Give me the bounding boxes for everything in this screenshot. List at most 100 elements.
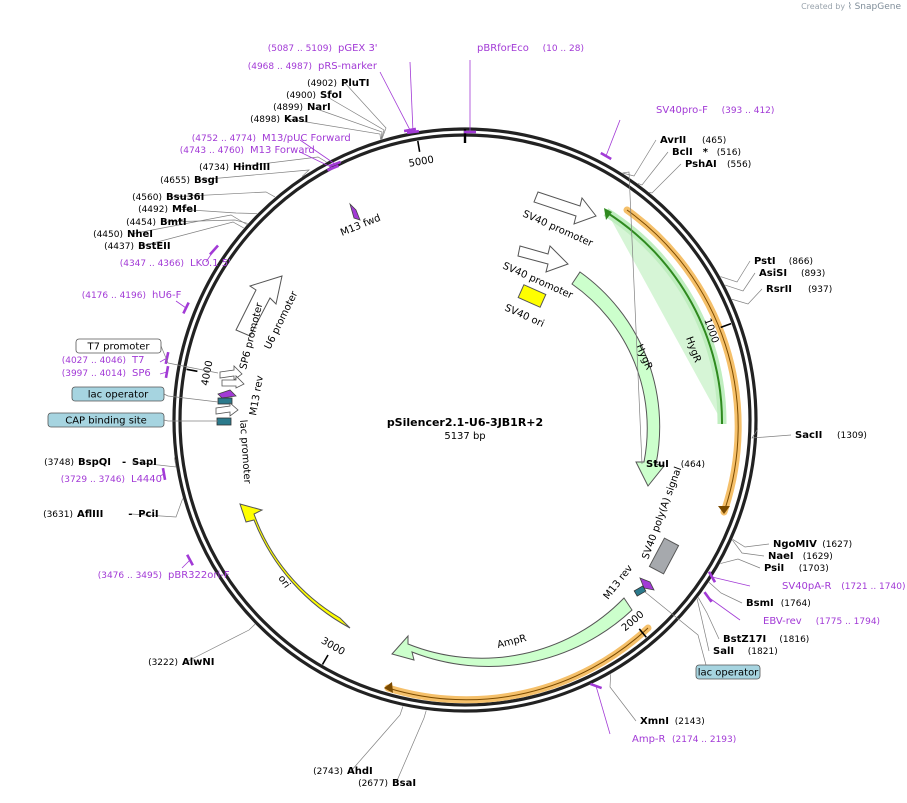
enzyme-naei[interactable]: NaeI(1629) <box>768 551 833 562</box>
enzyme-bsmi[interactable]: BsmI(1764) <box>746 598 811 609</box>
primer-marker <box>600 151 612 161</box>
enzyme-bspqi[interactable]: (3748)BspQI-SapI <box>44 457 157 468</box>
primer-14[interactable]: Amp-R(2174 .. 2193) <box>632 734 736 745</box>
boxed-label-t7-promoter[interactable]: T7 promoter <box>75 338 219 374</box>
feature-m13-fwd[interactable] <box>349 202 361 221</box>
enzyme-mfei[interactable]: (4492)MfeI <box>138 204 197 215</box>
enzyme-lead-AlwNI <box>185 624 256 663</box>
enzyme-position: (4899) <box>273 103 303 113</box>
tick-4000 <box>186 368 198 373</box>
enzyme-lead-SalI <box>696 598 710 652</box>
enzyme-position: (2677) <box>358 779 388 789</box>
primer-name: pRS-marker <box>318 61 378 72</box>
site-labels: StuI(464) AvrII(465)BclI*(516)PshAI(556) P… <box>43 43 905 789</box>
boxed-label-lac-operator[interactable]: lac operator <box>644 591 761 680</box>
enzyme-lead-AflIII <box>130 498 184 518</box>
enzyme-kasi[interactable]: (4898)KasI <box>250 114 308 125</box>
feature-labels: SV40 promoter SV40 promoter SV40 ori Hyg… <box>237 209 703 651</box>
enzyme-ahdi[interactable]: (2743)AhdI <box>313 766 373 777</box>
enzyme-psii[interactable]: PsiI(1703) <box>764 563 829 574</box>
feature-ampr[interactable] <box>391 597 633 667</box>
enzyme-rsrii[interactable]: RsrII(937) <box>766 284 832 295</box>
tick-3000 <box>321 654 329 665</box>
feature-hygr-outer[interactable] <box>571 271 665 487</box>
primer-5[interactable]: (4743 .. 4760)M13 Forward <box>180 145 315 156</box>
enzyme-nhei[interactable]: (4450)NheI <box>93 229 153 240</box>
enzyme-ngomiv[interactable]: NgoMIV(1627) <box>773 539 852 550</box>
primer-9[interactable]: (3997 .. 4014)SP6 <box>62 368 151 379</box>
enzyme-position: (2743) <box>313 767 343 777</box>
enzyme-bsu36i[interactable]: (4560)Bsu36I <box>132 192 204 203</box>
primer-name: SV40pro-F <box>656 105 708 116</box>
enzyme-lead-NgoMIV <box>732 538 770 548</box>
enzyme-dash: - <box>128 509 132 520</box>
primer-6[interactable]: (4347 .. 4366)LKO.1 5' <box>120 258 231 269</box>
enzyme-bmti[interactable]: (4454)BmtI <box>126 217 186 228</box>
primer-13[interactable]: EBV-rev(1775 .. 1794) <box>763 616 880 627</box>
feature-small-left-elements[interactable] <box>215 365 245 426</box>
enzyme-stui[interactable]: StuI(464) <box>646 459 705 470</box>
box-bg <box>695 664 761 680</box>
box-text: lac operator <box>698 668 759 679</box>
enzyme-psti[interactable]: PstI(866) <box>754 256 813 267</box>
feature-sv40-ori[interactable] <box>517 284 547 308</box>
enzyme-avrii[interactable]: AvrII(465) <box>660 135 726 146</box>
enzyme-name: SalI <box>713 646 734 657</box>
primer-3[interactable]: SV40pro-F (393 .. 412) <box>656 105 774 116</box>
enzyme-lead-SacII <box>751 428 792 439</box>
enzyme-position: (4655) <box>160 176 190 186</box>
primer-2[interactable]: (4968 .. 4987)pRS-marker <box>248 61 378 72</box>
primer-position: (393 .. 412) <box>722 106 775 116</box>
enzyme-position: (556) <box>727 160 751 170</box>
boxed-label-cap-binding-site[interactable]: CAP binding site <box>47 412 218 428</box>
enzyme-position: (1627) <box>822 540 852 550</box>
enzyme-afliii[interactable]: (3631)AflIII-PciI <box>43 509 159 520</box>
enzyme-xmni[interactable]: XmnI(2143) <box>640 716 705 727</box>
primer-8[interactable]: (4027 .. 4046)T7 <box>62 355 145 366</box>
box-bg <box>71 386 165 402</box>
enzyme-lead-PstI <box>720 260 751 283</box>
enzyme-bstz17i[interactable]: BstZ17I(1816) <box>723 634 809 645</box>
watermark-prefix: Created by <box>801 2 846 11</box>
enzyme-position: (4560) <box>132 193 162 203</box>
boxed-label-lac-operator[interactable]: lac operator <box>71 386 219 403</box>
enzyme-lead-PluTI <box>344 82 387 140</box>
primer-lead-14 <box>595 685 611 735</box>
enzyme-bcli[interactable]: BclI*(516) <box>672 147 741 158</box>
enzyme-asisi[interactable]: AsiSI(893) <box>759 268 825 279</box>
primer-4[interactable]: (4752 .. 4774)M13/pUC Forward <box>192 133 351 144</box>
enzyme-pluti[interactable]: (4902)PluTI <box>307 78 369 89</box>
primer-marker <box>186 554 194 566</box>
feature-ori[interactable] <box>239 503 351 629</box>
primer-1[interactable]: pBRforEco(10 .. 28) <box>477 43 584 54</box>
primer-position: (5087 .. 5109) <box>268 44 332 54</box>
enzyme-alwni[interactable]: (3222)AlwNI <box>148 657 214 668</box>
tick-5000 <box>417 140 421 152</box>
enzyme-pshai[interactable]: PshAI(556) <box>685 159 751 170</box>
primer-marker <box>328 160 342 168</box>
primer-12[interactable]: SV40pA-R(1721 .. 1740) <box>782 581 905 592</box>
feature-sv40-promoter-2[interactable] <box>517 245 569 273</box>
feature-m13-rev-small[interactable] <box>633 577 655 597</box>
enzyme-sali[interactable]: SalI(1821) <box>713 646 778 657</box>
enzyme-bsteii[interactable]: (4437)BstEII <box>104 241 171 252</box>
feature-u6-promoter[interactable] <box>235 275 283 337</box>
enzyme-hindiii[interactable]: (4734)HindIII <box>199 162 270 173</box>
enzyme-bsgi[interactable]: (4655)BsgI <box>160 175 218 186</box>
enzyme-position: (4902) <box>307 79 337 89</box>
primer-7[interactable]: (4176 .. 4196)hU6-F <box>82 290 182 301</box>
primer-0[interactable]: (5087 .. 5109)pGEX 3' <box>268 43 378 54</box>
primer-10[interactable]: (3729 .. 3746)L4440 <box>61 474 162 485</box>
enzyme-name: PstI <box>754 256 776 267</box>
enzyme-sfoi[interactable]: (4900)SfoI <box>286 90 342 101</box>
enzyme-nari[interactable]: (4899)NarI <box>273 102 331 113</box>
primer-position: (2174 .. 2193) <box>672 735 736 745</box>
enzyme-sacii[interactable]: SacII(1309) <box>795 430 867 441</box>
feature-sv40-promoter-1[interactable] <box>533 191 597 225</box>
enzyme-bsai[interactable]: (2677)BsaI <box>358 778 416 789</box>
enzyme-lead-AsiSI <box>724 272 756 292</box>
enzyme-position: (893) <box>801 269 825 279</box>
primer-11[interactable]: (3476 .. 3495)pBR322ori-F <box>98 570 230 581</box>
feature-sv40-polya[interactable] <box>648 537 680 575</box>
primer-name: pBRforEco <box>477 43 529 54</box>
